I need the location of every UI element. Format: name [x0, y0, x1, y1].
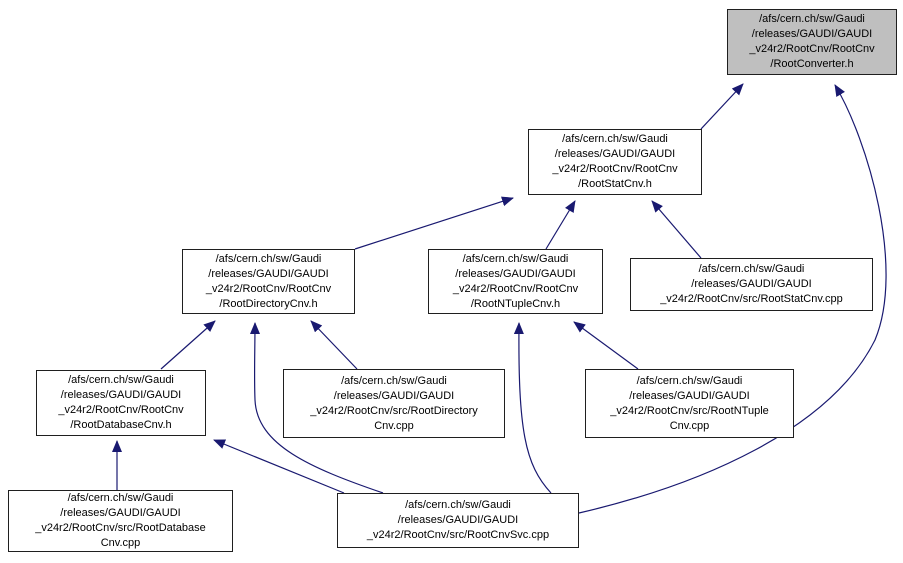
node-root-cnv-svc-cpp[interactable]: /afs/cern.ch/sw/Gaudi /releases/GAUDI/GA…: [337, 493, 579, 548]
edge-rootstatcnvcpp-to-rootstatcnvh: [651, 200, 702, 259]
edge-rootdirectorycnvh-to-rootstatcnvh: [354, 196, 514, 250]
node-root-stat-cnv-h[interactable]: /afs/cern.ch/sw/Gaudi /releases/GAUDI/GA…: [528, 129, 702, 195]
node-label: /afs/cern.ch/sw/Gaudi /releases/GAUDI/GA…: [58, 374, 184, 431]
edge-rootcnvsvccpp-to-rootntuplecnvh: [513, 322, 552, 494]
edge-rootcnvsvccpp-to-rootconverterh: [578, 84, 887, 514]
node-root-database-cnv-h[interactable]: /afs/cern.ch/sw/Gaudi /releases/GAUDI/GA…: [36, 370, 206, 436]
node-root-directory-cnv-cpp[interactable]: /afs/cern.ch/sw/Gaudi /releases/GAUDI/GA…: [283, 369, 505, 438]
edge-rootcnvsvccpp-to-rootdatabasecnvh: [213, 439, 345, 494]
node-root-ntuple-cnv-h[interactable]: /afs/cern.ch/sw/Gaudi /releases/GAUDI/GA…: [428, 249, 603, 314]
node-root-converter-h[interactable]: /afs/cern.ch/sw/Gaudi /releases/GAUDI/GA…: [727, 9, 897, 75]
node-root-ntuple-cnv-cpp[interactable]: /afs/cern.ch/sw/Gaudi /releases/GAUDI/GA…: [585, 369, 794, 438]
node-label: /afs/cern.ch/sw/Gaudi /releases/GAUDI/GA…: [205, 252, 332, 310]
node-root-stat-cnv-cpp[interactable]: /afs/cern.ch/sw/Gaudi /releases/GAUDI/GA…: [630, 258, 873, 311]
node-root-database-cnv-cpp[interactable]: /afs/cern.ch/sw/Gaudi /releases/GAUDI/GA…: [8, 490, 233, 552]
edge-rootcnvsvccpp-to-rootdirectorycnvh: [249, 322, 384, 494]
node-root-directory-cnv-h[interactable]: /afs/cern.ch/sw/Gaudi /releases/GAUDI/GA…: [182, 249, 355, 314]
node-label: /afs/cern.ch/sw/Gaudi /releases/GAUDI/GA…: [552, 133, 678, 190]
node-label: /afs/cern.ch/sw/Gaudi /releases/GAUDI/GA…: [660, 263, 843, 305]
edge-rootstatcnvh-to-rootconverterh: [700, 83, 744, 130]
node-label: /afs/cern.ch/sw/Gaudi /releases/GAUDI/GA…: [366, 499, 550, 541]
node-label: /afs/cern.ch/sw/Gaudi /releases/GAUDI/GA…: [35, 492, 206, 549]
edge-rootntuplecnvcpp-to-rootntuplecnvh: [573, 321, 639, 370]
edge-rootdatabasecnvh-to-rootdirectorycnvh: [160, 320, 216, 370]
node-label: /afs/cern.ch/sw/Gaudi /releases/GAUDI/GA…: [749, 13, 875, 70]
node-label: /afs/cern.ch/sw/Gaudi /releases/GAUDI/GA…: [452, 252, 579, 310]
node-label: /afs/cern.ch/sw/Gaudi /releases/GAUDI/GA…: [610, 374, 769, 432]
edge-rootdirectorycnvcpp-to-rootdirectorycnvh: [310, 320, 358, 370]
node-label: /afs/cern.ch/sw/Gaudi /releases/GAUDI/GA…: [310, 374, 478, 432]
edge-rootntuplecnvh-to-rootstatcnvh: [545, 200, 576, 250]
